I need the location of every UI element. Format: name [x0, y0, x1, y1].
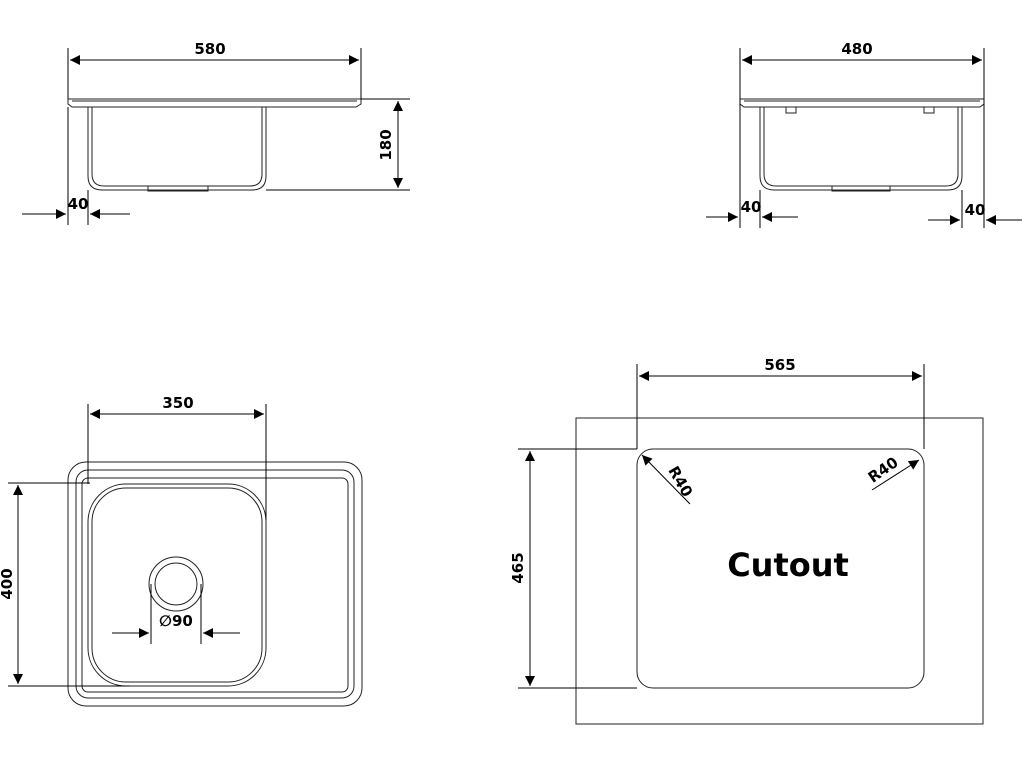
front-height-label: 180	[377, 129, 395, 160]
cutout-view: 565 465 R40 R40 Cutout	[509, 356, 984, 725]
countertop-outline	[575, 417, 984, 725]
radius-leader-left	[641, 454, 691, 505]
top-height-label: 400	[0, 568, 16, 599]
cutout-height-label: 465	[509, 552, 527, 583]
radius-leader-right	[871, 459, 920, 491]
corner-radius-right-label: R40	[865, 453, 902, 486]
cutout-width-label: 565	[764, 356, 795, 374]
side-view: 480 40 40	[706, 40, 1022, 228]
side-flange-right-label: 40	[965, 201, 986, 219]
corner-radius-left-label: R40	[664, 463, 696, 500]
front-flange-label: 40	[68, 195, 89, 213]
drain-diameter-label: ∅90	[159, 612, 193, 630]
front-width-label: 580	[194, 40, 225, 58]
drain-inner	[154, 562, 198, 606]
front-view: 580 180 40	[22, 40, 410, 225]
side-flange-left-label: 40	[741, 198, 762, 216]
side-width-label: 480	[841, 40, 872, 58]
top-view: 350 400 ∅90	[0, 394, 363, 707]
drain-outer	[148, 556, 204, 612]
top-bowl-width-label: 350	[162, 394, 193, 412]
cutout-outline	[636, 448, 925, 689]
cutout-title: Cutout	[727, 546, 849, 584]
